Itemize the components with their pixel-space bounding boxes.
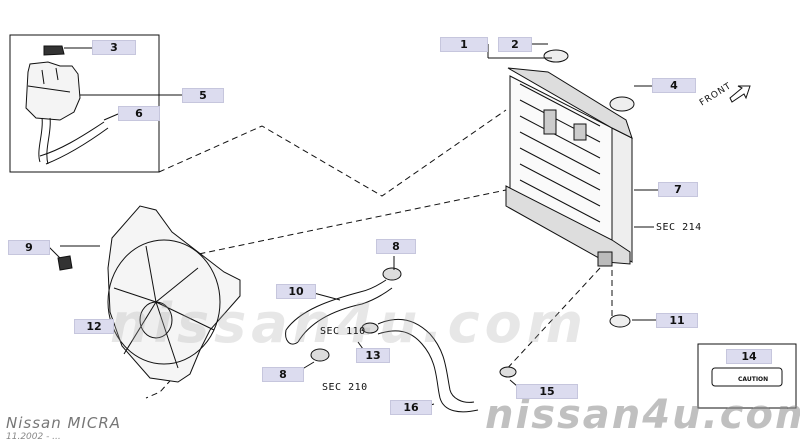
callout-14[interactable]: 14 bbox=[726, 349, 772, 364]
caution-label-text: CAUTION bbox=[738, 376, 769, 383]
reservoir-cap bbox=[43, 45, 65, 56]
fan-shroud bbox=[107, 205, 241, 383]
callout-2[interactable]: 2 bbox=[498, 37, 532, 52]
callout-16[interactable]: 16 bbox=[390, 400, 432, 415]
reservoir-hose bbox=[38, 117, 51, 165]
callout-6[interactable]: 6 bbox=[118, 106, 160, 121]
callout-9[interactable]: 9 bbox=[8, 240, 50, 255]
hose-clamp-right bbox=[499, 366, 517, 378]
radiator bbox=[505, 67, 633, 267]
callout-7[interactable]: 7 bbox=[658, 182, 698, 197]
hose-clamp bbox=[382, 267, 402, 281]
callout-1[interactable]: 1 bbox=[440, 37, 488, 52]
bolt bbox=[57, 255, 73, 271]
model-date: 11.2002 - ... bbox=[6, 432, 61, 442]
lower-hose bbox=[377, 318, 479, 413]
front-arrow-icon bbox=[729, 85, 751, 103]
watermark-brand: nissan4u.com bbox=[485, 392, 800, 438]
mount-rubber bbox=[609, 314, 631, 328]
drain-plug bbox=[609, 96, 635, 112]
model-name: Nissan MICRA bbox=[6, 414, 122, 432]
watermark: nissan4u.com bbox=[110, 292, 589, 355]
callout-15[interactable]: 15 bbox=[516, 384, 578, 399]
sec-ref-hose: SEC 110 bbox=[320, 326, 366, 337]
caution-label-box bbox=[697, 343, 797, 409]
sec-ref-fan: SEC 210 bbox=[322, 382, 368, 393]
callout-11[interactable]: 11 bbox=[656, 313, 698, 328]
callout-8-bottom[interactable]: 8 bbox=[262, 367, 304, 382]
upper-hose bbox=[285, 279, 393, 343]
reservoir-tank bbox=[25, 61, 81, 121]
radiator-cap bbox=[543, 49, 569, 63]
hose-clamp-lower bbox=[310, 348, 330, 362]
sec-ref-radiator: SEC 214 bbox=[656, 222, 702, 233]
callout-4[interactable]: 4 bbox=[652, 78, 696, 93]
callout-8-top[interactable]: 8 bbox=[376, 239, 416, 254]
reservoir-detail-box bbox=[9, 34, 160, 173]
callout-10[interactable]: 10 bbox=[276, 284, 316, 299]
callout-13[interactable]: 13 bbox=[356, 348, 390, 363]
callout-5[interactable]: 5 bbox=[182, 88, 224, 103]
callout-3[interactable]: 3 bbox=[92, 40, 136, 55]
hose-clamp-mid bbox=[361, 322, 379, 334]
callout-12[interactable]: 12 bbox=[74, 319, 114, 334]
caution-label bbox=[711, 367, 783, 387]
